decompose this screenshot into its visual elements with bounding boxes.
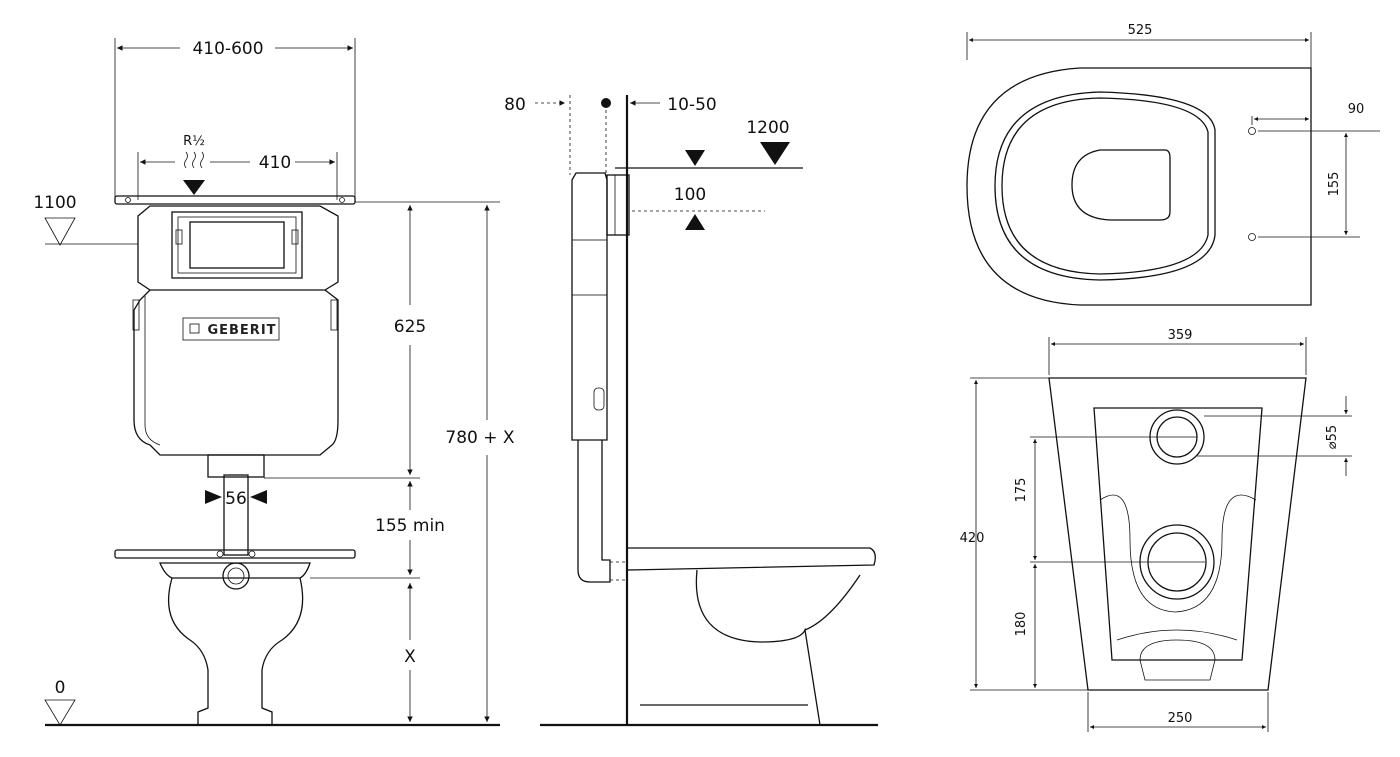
brand-plate xyxy=(182,317,280,341)
valve-detail xyxy=(593,387,605,411)
outlet-connector-inner xyxy=(227,567,245,585)
actuator-clip xyxy=(175,229,183,245)
frame-bolt xyxy=(248,550,256,558)
cistern-detail xyxy=(571,239,608,296)
cistern-side xyxy=(571,172,608,441)
bowl-outline-rear xyxy=(1048,377,1307,691)
arrow-up xyxy=(685,214,705,230)
dim-width-359: 359 xyxy=(1168,328,1193,343)
side-clip xyxy=(330,299,338,331)
bowl-inner-edge xyxy=(1001,97,1209,275)
actuator-clip xyxy=(291,229,299,245)
toilet-bowl-side xyxy=(695,569,821,726)
dim-frame-width: 410-600 xyxy=(192,39,263,59)
rear-view: 359 ⌀55 420 175 180 250 xyxy=(960,328,1352,732)
flush-pipe-side xyxy=(577,440,611,583)
dim-height-180: 180 xyxy=(1014,612,1029,637)
frame-rail-top xyxy=(114,195,356,205)
dim-min-155: 155 min xyxy=(375,516,445,536)
arrow-left xyxy=(250,490,267,504)
level-0-label: 0 xyxy=(55,678,66,698)
bowl-outline-top xyxy=(966,67,1312,306)
toilet-rim-side xyxy=(627,547,876,571)
level-marker-icon xyxy=(44,217,76,246)
bowl-body xyxy=(168,577,304,726)
dim-connection: R½ xyxy=(183,134,205,149)
top-view: 525 90 155 xyxy=(966,23,1380,306)
dim-depth-80: 80 xyxy=(504,95,526,115)
dim-pipe-width: 56 xyxy=(225,489,247,509)
bolt-hole xyxy=(1248,127,1256,135)
bowl-curve-rear xyxy=(1099,494,1257,613)
inlet-arrow xyxy=(183,180,205,195)
cistern-edge xyxy=(144,296,161,446)
water-wave-icon xyxy=(192,151,196,169)
cistern-body xyxy=(133,289,339,456)
outlet-neck xyxy=(207,454,265,478)
dim-offset-100: 100 xyxy=(674,185,706,205)
level-1200-label: 1200 xyxy=(746,118,789,138)
arrow-down xyxy=(685,150,705,166)
side-clip xyxy=(132,299,140,331)
bowl-inner-top xyxy=(994,91,1216,281)
bowl-curve-lower xyxy=(1116,629,1238,641)
water-wave-icon xyxy=(184,151,188,169)
outlet-connector xyxy=(222,562,250,590)
dim-height-175: 175 xyxy=(1014,478,1029,503)
front-view: 410-600 R½ 410 1100 xyxy=(33,38,515,727)
dim-inner-width: 410 xyxy=(259,153,291,173)
dim-total-height: 780 + X xyxy=(445,428,514,448)
actuator-frame-inner xyxy=(177,216,297,274)
dim-length-525: 525 xyxy=(1128,23,1153,38)
side-view: 80 10-50 1200 100 xyxy=(504,95,878,727)
flush-pipe xyxy=(223,474,249,556)
level-marker-icon xyxy=(760,142,790,165)
arrow-right xyxy=(205,490,222,504)
frame-bolt xyxy=(339,197,345,203)
water-wave-icon xyxy=(200,151,204,169)
bowl-drain-top xyxy=(1071,149,1171,221)
level-marker-icon xyxy=(44,699,76,726)
dim-x: X xyxy=(404,647,416,667)
frame-rail-bottom xyxy=(114,549,356,559)
axis-point xyxy=(601,98,611,108)
dim-width-250: 250 xyxy=(1168,711,1193,726)
brand-logo-icon xyxy=(189,323,200,334)
actuator-opening xyxy=(189,221,285,269)
frame-bolt xyxy=(216,550,224,558)
dim-wall-gap: 10-50 xyxy=(667,95,716,115)
bowl-inner-rear xyxy=(1093,407,1263,661)
actuator-frame xyxy=(171,211,303,279)
dim-bolt-spacing: 155 xyxy=(1327,172,1342,197)
dim-outlet-diameter: ⌀55 xyxy=(1325,425,1340,449)
cistern-upper xyxy=(137,205,339,291)
cistern-mount xyxy=(606,174,630,236)
bowl-base-opening xyxy=(1139,639,1216,681)
bolt-hole xyxy=(1248,233,1256,241)
dim-bolt-offset: 90 xyxy=(1348,102,1365,117)
toilet-foot-side xyxy=(804,574,861,631)
level-1100-label: 1100 xyxy=(33,193,76,213)
dim-height-420: 420 xyxy=(960,531,985,546)
bowl-rim xyxy=(159,562,311,579)
dim-height-625: 625 xyxy=(394,317,426,337)
brand-name: GEBERIT xyxy=(207,323,276,338)
frame-bolt xyxy=(125,197,131,203)
